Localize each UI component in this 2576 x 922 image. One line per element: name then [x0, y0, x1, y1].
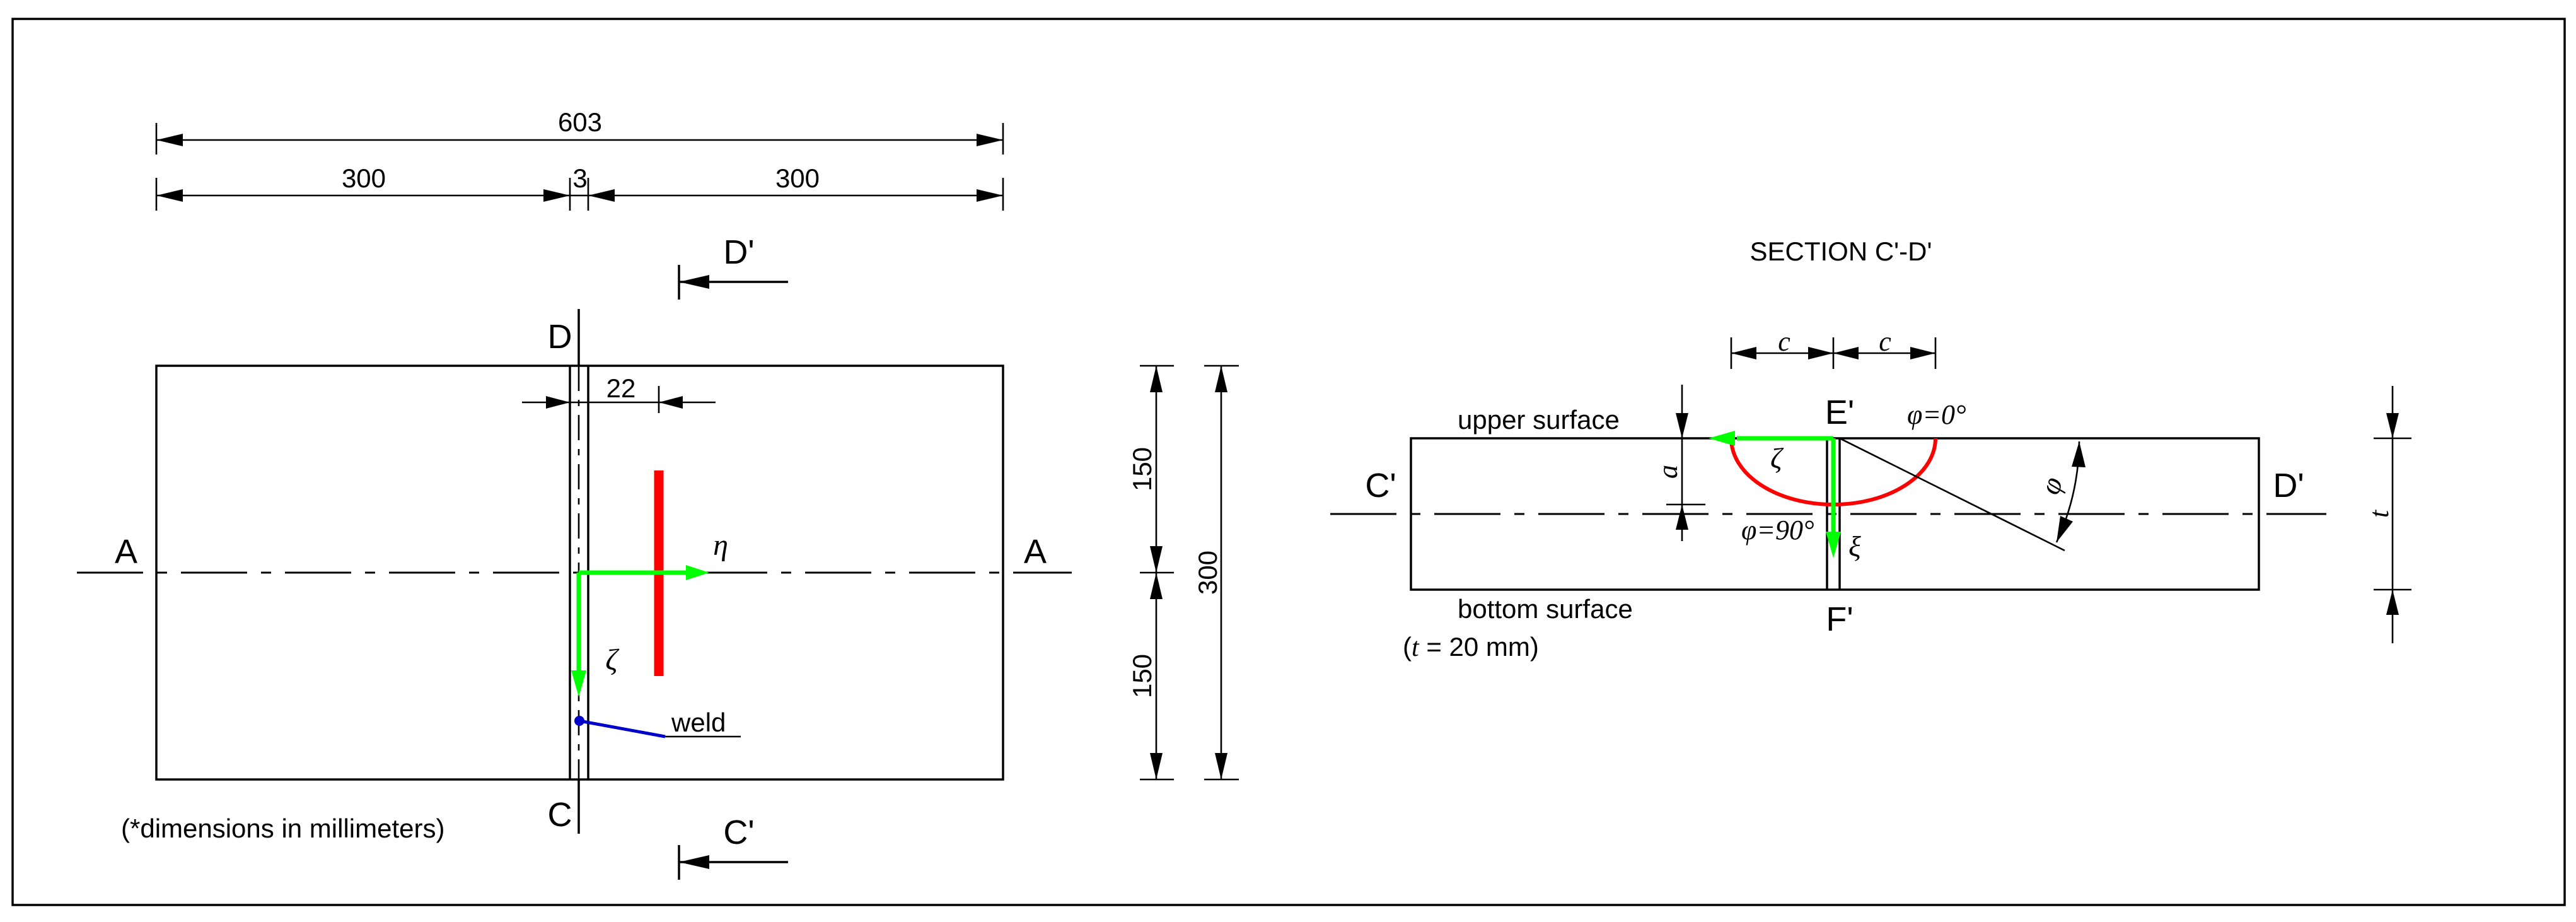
- dim-603-label: 603: [558, 107, 602, 137]
- dim-a-label: a: [1652, 465, 1683, 479]
- xi-section-label: ξ: [1848, 530, 1861, 563]
- xi-section-axis-arrow: [1826, 532, 1841, 558]
- bottom-surface-label: bottom surface: [1458, 594, 1633, 624]
- dim-150-top-label: 150: [1127, 447, 1157, 491]
- section-marker-d: [678, 265, 788, 300]
- label-a-right: A: [1024, 533, 1047, 571]
- phi-angle-label: φ: [2033, 472, 2069, 498]
- zeta-axis-arrow: [571, 670, 586, 697]
- dim-t-label: t: [2364, 509, 2394, 518]
- phi-arc-arrow-bottom: [2057, 516, 2073, 542]
- dim-t: [2374, 386, 2411, 643]
- dim-300-3-300: [155, 178, 1004, 211]
- section-label-d: D': [723, 233, 754, 271]
- zeta-section-label: ζ: [1770, 442, 1784, 474]
- dim-22-label: 22: [606, 373, 636, 403]
- zeta-section-axis-arrow: [1709, 431, 1735, 446]
- dim-300-vertical: [1204, 365, 1239, 781]
- dim-603: [155, 123, 1004, 155]
- dim-c-right-label: c: [1879, 326, 1891, 357]
- section-label-c: C': [723, 814, 754, 851]
- dim-300-right-label: 300: [775, 163, 820, 193]
- dim-300-vertical-label: 300: [1193, 551, 1222, 595]
- dim-c-left-label: c: [1778, 326, 1790, 357]
- dim-150-150: [1140, 365, 1174, 781]
- label-d: D: [548, 318, 572, 356]
- dim-22: [522, 386, 716, 413]
- weld-label: weld: [671, 708, 726, 737]
- thickness-note: (t = 20 mm): [1403, 632, 1539, 662]
- axis-eta-label: η: [713, 528, 728, 562]
- label-c-prime: C': [1365, 467, 1396, 505]
- weld-leader-line: [579, 719, 666, 738]
- section-title: SECTION C'-D': [1749, 236, 1932, 266]
- phi-0-label: φ=0°: [1907, 399, 1966, 430]
- section-marker-c: [678, 845, 788, 880]
- dim-c: [1730, 337, 1937, 369]
- plan-view: 603 300 3 300 22 D C D' C' A A η ζ weld …: [77, 107, 1239, 880]
- phi-90-label: φ=90°: [1741, 515, 1814, 546]
- label-e: E': [1825, 394, 1854, 431]
- label-a-left: A: [115, 533, 137, 571]
- drawing-frame: [11, 18, 2566, 906]
- dim-300-left-label: 300: [342, 163, 386, 193]
- axis-zeta-label: ζ: [605, 643, 620, 677]
- dim-a: [1666, 385, 1705, 541]
- phi-arc-arrow-top: [2072, 441, 2086, 467]
- section-view: SECTION C'-D': [1330, 236, 2411, 662]
- dim-3-label: 3: [572, 163, 587, 193]
- phi-reference-line: [1839, 437, 2065, 552]
- label-c: C: [548, 796, 572, 834]
- label-d-prime: D': [2273, 467, 2304, 505]
- label-f: F': [1826, 600, 1853, 638]
- eta-axis-arrow: [686, 565, 709, 580]
- footnote: (*dimensions in millimeters): [121, 814, 444, 843]
- dim-150-bottom-label: 150: [1127, 654, 1157, 698]
- upper-surface-label: upper surface: [1458, 405, 1620, 435]
